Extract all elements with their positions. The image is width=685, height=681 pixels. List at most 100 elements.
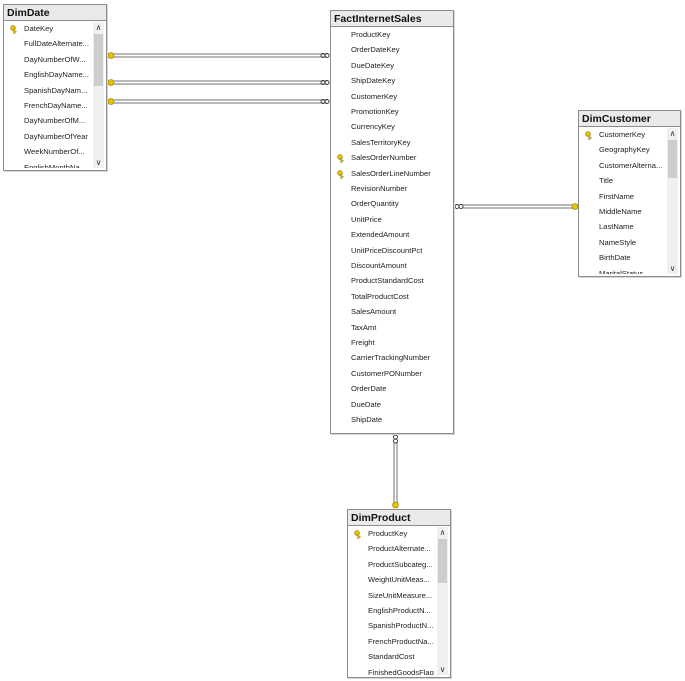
column-name: SpanishProductN... — [368, 621, 434, 631]
column-row[interactable]: ProductKey — [333, 27, 451, 42]
column-row[interactable]: SpanishProductN... — [350, 618, 436, 633]
column-name: RevisionNumber — [351, 184, 408, 193]
infinity-icon — [320, 53, 330, 58]
column-row[interactable]: MiddleName — [581, 204, 666, 219]
column-row[interactable]: SalesTerritoryKey — [333, 135, 451, 150]
column-row[interactable]: ShipDate — [333, 412, 451, 427]
column-row[interactable]: FrenchProductNa... — [350, 634, 436, 649]
column-name: PromotionKey — [351, 107, 399, 116]
column-row[interactable]: EnglishDayName... — [6, 67, 92, 82]
column-name: OrderDate — [351, 384, 387, 394]
column-row[interactable]: SalesOrderNumber — [333, 150, 451, 165]
column-row[interactable]: WeekNumberOf... — [6, 144, 92, 159]
column-row[interactable]: CustomerKey — [581, 127, 666, 142]
column-row[interactable]: ExtendedAmount — [333, 227, 451, 242]
column-name: ProductStandardCost — [351, 276, 424, 286]
column-row[interactable]: DueDate — [333, 397, 451, 412]
column-row[interactable]: OrderDate — [333, 381, 451, 396]
column-name: WeekNumberOf... — [24, 147, 85, 157]
column-row[interactable]: DayNumberOfW... — [6, 52, 92, 67]
column-row[interactable]: BirthDate — [581, 250, 666, 265]
column-row[interactable]: EnglishMonthNa... — [6, 160, 92, 168]
column-row[interactable]: SizeUnitMeasure... — [350, 588, 436, 603]
scroll-thumb[interactable] — [94, 34, 103, 86]
column-row[interactable]: FirstName — [581, 189, 666, 204]
scroll-down-arrow-icon[interactable]: ∨ — [95, 158, 102, 167]
column-row[interactable]: StandardCost — [350, 649, 436, 664]
column-name: ShipDate — [351, 415, 383, 424]
column-row[interactable]: SalesOrderLineNumber — [333, 166, 451, 181]
column-row[interactable]: CustomerAlterna... — [581, 158, 666, 173]
column-row[interactable]: UnitPrice — [333, 212, 451, 227]
column-row[interactable]: LastName — [581, 219, 666, 234]
column-name: StandardCost — [368, 652, 415, 662]
column-row[interactable]: EnglishProductN... — [350, 603, 436, 618]
scrollbar[interactable]: ∧ ∨ — [93, 22, 104, 168]
column-name: FirstName — [599, 191, 635, 201]
column-row[interactable]: PromotionKey — [333, 104, 451, 119]
column-row[interactable]: MaritalStatus — [581, 266, 666, 274]
scrollbar[interactable]: ∧ ∨ — [667, 128, 678, 274]
column-row[interactable]: CustomerKey — [333, 89, 451, 104]
scroll-down-arrow-icon[interactable]: ∨ — [439, 665, 446, 674]
column-row[interactable]: NameStyle — [581, 235, 666, 250]
column-row[interactable]: GeographyKey — [581, 142, 666, 157]
column-name: CarrierTrackingNumber — [351, 353, 431, 363]
table-title[interactable]: DimCustomer — [579, 111, 680, 127]
column-name: DueDateKey — [351, 60, 395, 70]
key-end-icon — [392, 501, 399, 509]
column-row[interactable]: CurrencyKey — [333, 119, 451, 134]
column-row[interactable]: DateKey — [6, 21, 92, 36]
column-row[interactable]: ShipDateKey — [333, 73, 451, 88]
column-row[interactable]: FinishedGoodsFlag — [350, 665, 436, 675]
column-row[interactable]: RevisionNumber — [333, 181, 451, 196]
column-row[interactable]: DayNumberOfYear — [6, 129, 92, 144]
scroll-thumb[interactable] — [668, 140, 677, 178]
column-row[interactable]: OrderQuantity — [333, 196, 451, 211]
column-row[interactable]: ProductSubcateg... — [350, 557, 436, 572]
scroll-thumb[interactable] — [438, 539, 447, 583]
column-name: UnitPriceDiscountPct — [351, 245, 423, 255]
column-row[interactable]: FrenchDayName... — [6, 98, 92, 113]
scrollbar[interactable]: ∧ ∨ — [437, 527, 448, 675]
column-row[interactable]: TaxAmt — [333, 320, 451, 335]
column-row[interactable]: ProductKey — [350, 526, 436, 541]
column-row[interactable]: CustomerPONumber — [333, 366, 451, 381]
table-title[interactable]: DimDate — [4, 5, 106, 21]
scroll-up-arrow-icon[interactable]: ∧ — [439, 528, 446, 537]
column-row[interactable]: SpanishDayNam... — [6, 83, 92, 98]
column-row[interactable]: ProductAlternate... — [350, 541, 436, 556]
column-row[interactable]: SalesAmount — [333, 304, 451, 319]
column-row[interactable]: Title — [581, 173, 666, 188]
column-name: BirthDate — [599, 253, 631, 263]
scroll-up-arrow-icon[interactable]: ∧ — [95, 23, 102, 32]
scroll-up-arrow-icon[interactable]: ∧ — [669, 129, 676, 138]
column-row[interactable]: UnitPriceDiscountPct — [333, 243, 451, 258]
scroll-down-arrow-icon[interactable]: ∨ — [669, 264, 676, 273]
column-name: CurrencyKey — [351, 122, 395, 132]
infinity-icon — [393, 434, 398, 444]
key-end-icon — [107, 79, 115, 86]
column-name: GeographyKey — [599, 145, 650, 155]
column-name: DayNumberOfM... — [24, 116, 86, 126]
table-title[interactable]: DimProduct — [348, 510, 450, 526]
column-name: DiscountAmount — [351, 261, 407, 270]
column-row[interactable]: CarrierTrackingNumber — [333, 350, 451, 365]
column-name: CustomerKey — [351, 91, 398, 101]
column-row[interactable]: DiscountAmount — [333, 258, 451, 273]
column-row[interactable]: TotalProductCost — [333, 289, 451, 304]
table-title[interactable]: FactInternetSales — [331, 11, 453, 27]
column-row[interactable]: OrderDateKey — [333, 42, 451, 57]
column-row[interactable]: DueDateKey — [333, 58, 451, 73]
column-row[interactable]: WeightUnitMeas... — [350, 572, 436, 587]
column-row[interactable]: ProductStandardCost — [333, 273, 451, 288]
column-row[interactable]: DayNumberOfM... — [6, 113, 92, 128]
column-row[interactable]: Freight — [333, 335, 451, 350]
column-name: CustomerAlterna... — [599, 160, 663, 170]
column-row[interactable]: FullDateAlternate... — [6, 36, 92, 51]
